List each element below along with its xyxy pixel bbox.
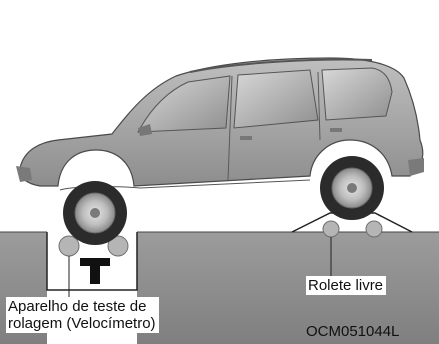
- front-wheel: [63, 181, 127, 245]
- rear-wheel: [320, 156, 384, 220]
- dynamometer-label-text: Aparelho de teste de rolagem (Velocímetr…: [8, 298, 156, 332]
- figure-code: OCM051044L: [306, 323, 399, 340]
- dyno-roller-right: [107, 235, 129, 257]
- t-icon: [80, 258, 110, 284]
- free-roller-label-text: Rolete livre: [308, 277, 384, 294]
- free-roller-label: Rolete livre: [306, 276, 387, 295]
- dyno-roller-left: [58, 235, 80, 257]
- suv-car: [16, 57, 424, 191]
- figure-code-text: OCM051044L: [306, 323, 400, 340]
- free-roller-rear: [365, 220, 383, 238]
- dynamometer-label: Aparelho de teste de rolagem (Velocímetr…: [6, 297, 159, 333]
- free-roller-front: [322, 220, 340, 238]
- dynamometer-rollers: [58, 235, 129, 257]
